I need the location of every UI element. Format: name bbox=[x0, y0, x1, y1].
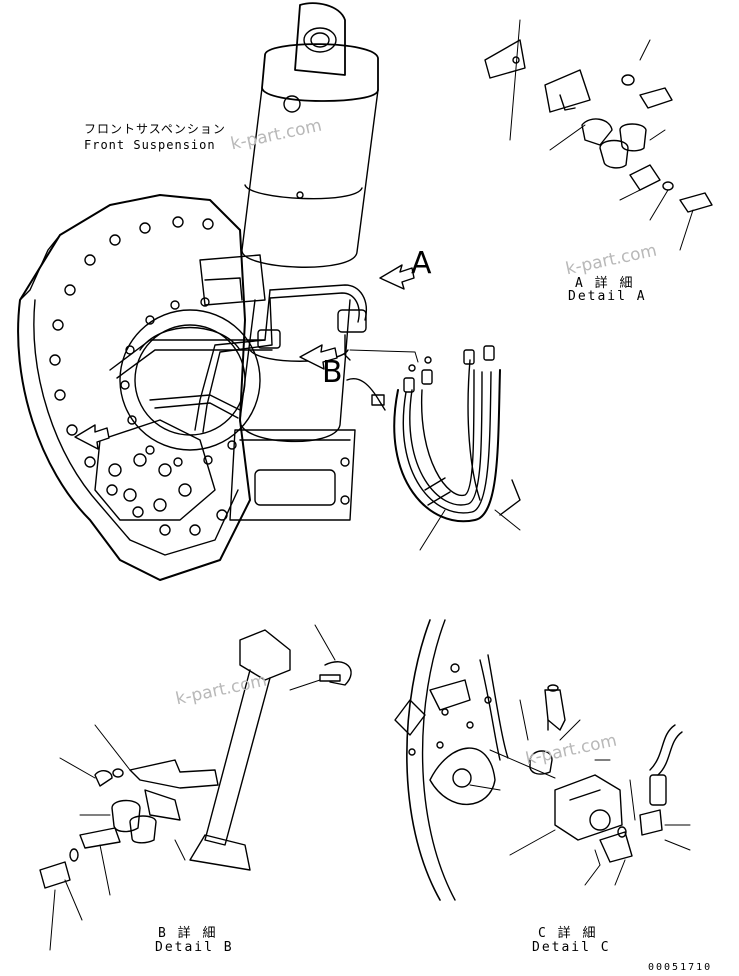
detail-a-caption-en: Detail A bbox=[568, 289, 647, 304]
detail-b-caption-jp: B 詳 細 bbox=[158, 926, 218, 941]
view-letter-b: B bbox=[322, 355, 343, 390]
view-arrows bbox=[74, 264, 415, 450]
detail-b-parts bbox=[39, 624, 352, 951]
front-suspension-caption-en: Front Suspension bbox=[84, 138, 216, 152]
detail-c-bolt-holes bbox=[408, 663, 492, 756]
inner-bolts bbox=[120, 297, 237, 467]
detail-a-caption-jp: A 詳 細 bbox=[575, 276, 635, 291]
bolt-ring bbox=[49, 216, 228, 536]
front-suspension-caption-jp: フロントサスペンション bbox=[84, 122, 226, 136]
leader-lines bbox=[349, 349, 521, 551]
transmission-housing bbox=[17, 194, 266, 581]
main-hose-lines bbox=[109, 284, 386, 433]
suspension-cylinder bbox=[229, 2, 379, 521]
view-letter-a: A bbox=[411, 246, 432, 281]
detail-c-parts bbox=[394, 619, 691, 901]
hose-bundle bbox=[393, 345, 521, 523]
detail-c-caption-en: Detail C bbox=[532, 940, 611, 955]
detail-b-caption-en: Detail B bbox=[155, 940, 234, 955]
detail-c-caption-jp: C 詳 細 bbox=[538, 926, 598, 941]
detail-a-parts bbox=[484, 19, 713, 251]
drawing-number: 00051710 bbox=[648, 962, 713, 973]
